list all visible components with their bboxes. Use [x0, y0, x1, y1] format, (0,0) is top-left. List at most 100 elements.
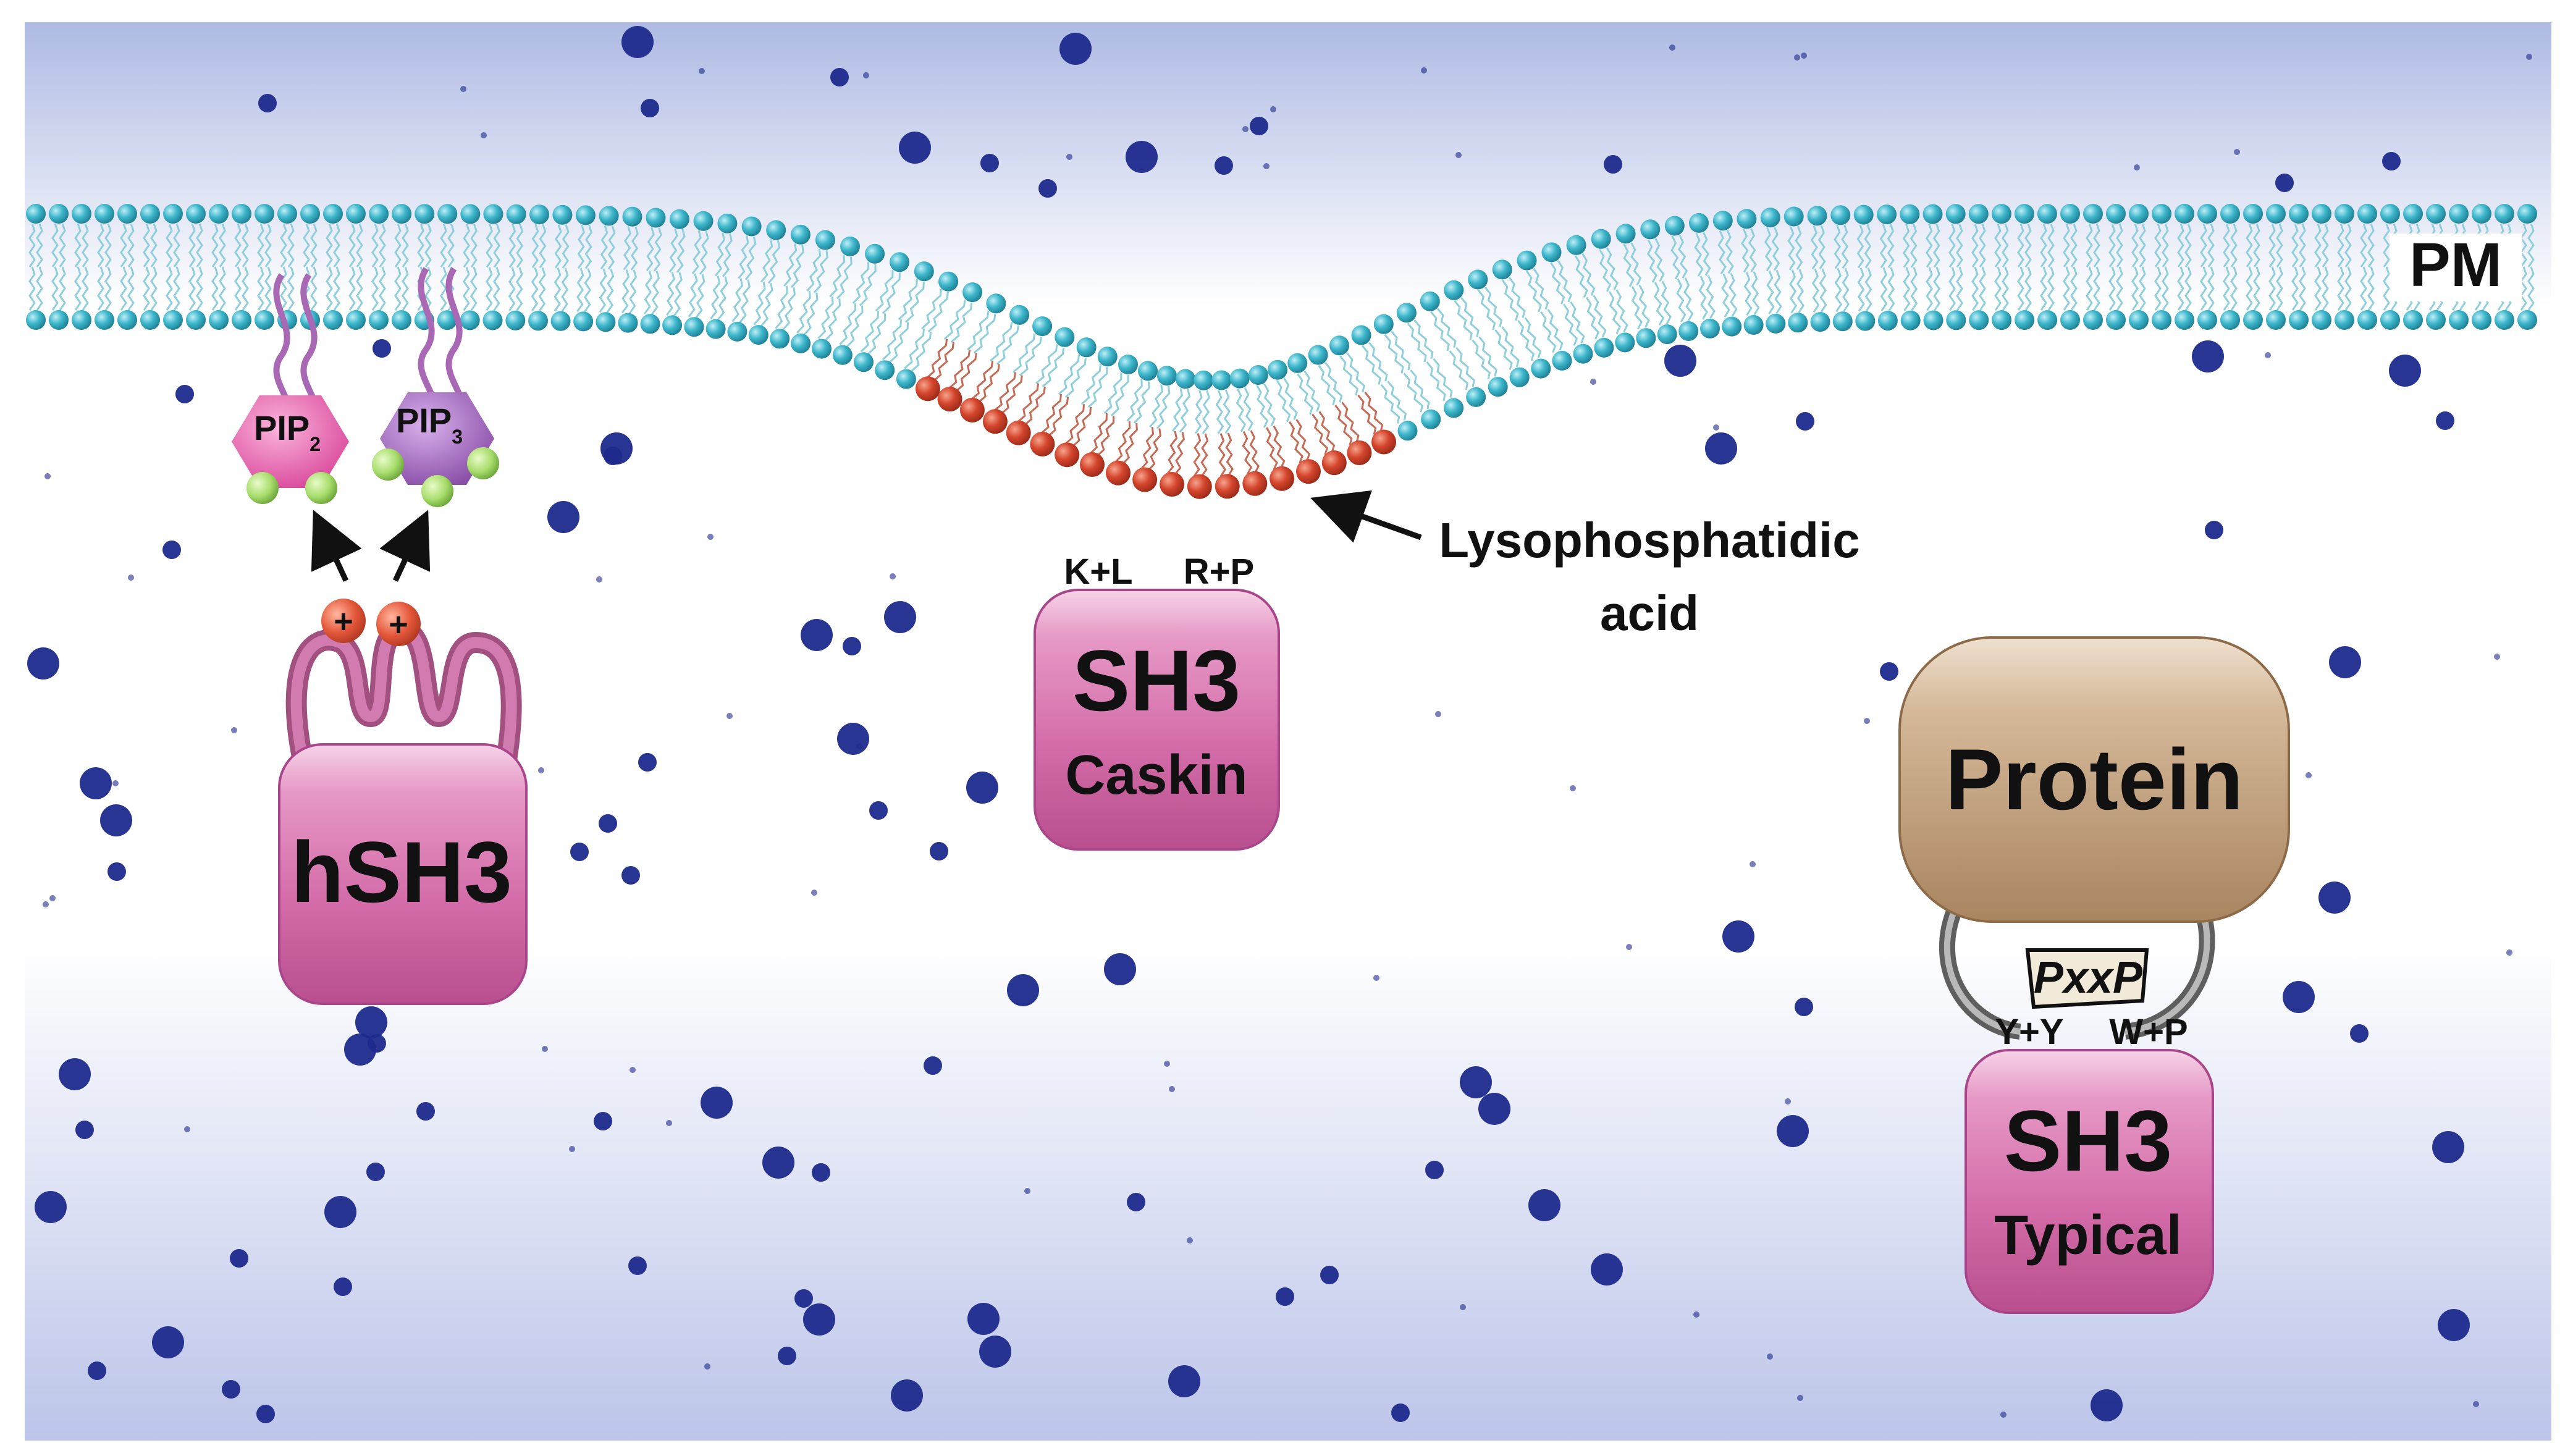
lipid-tail: [82, 266, 89, 311]
lipid-tail: [196, 223, 203, 267]
cytosol-dot: [2329, 646, 2361, 678]
lipid-tail: [882, 319, 902, 361]
lipid-tail: [867, 313, 886, 355]
lipid-tail: [1263, 383, 1276, 427]
cytosol-dot: [35, 1191, 67, 1223]
lipid-tail: [417, 223, 424, 267]
lipid-tail: [440, 223, 447, 268]
lipid-tail: [1391, 330, 1411, 371]
lipid-tail: [950, 303, 973, 343]
lipid-tail: [898, 279, 918, 321]
lipid-tail: [554, 267, 562, 312]
lipid-tail: [584, 225, 592, 269]
headgroup: [1329, 335, 1349, 356]
lipid-tail: [348, 266, 356, 311]
lipid-tail: [1994, 223, 2002, 268]
lpa-tails: [925, 339, 1384, 478]
lipid-tail: [1631, 286, 1643, 330]
lipid-tail: [1236, 388, 1247, 432]
lipid-tail: [2383, 223, 2390, 267]
cytosol-dot: [811, 890, 817, 896]
lipid-tail: [1581, 253, 1596, 296]
cytosol-dot: [75, 1121, 94, 1139]
lipid-tail: [326, 266, 333, 311]
lipid-tail: [242, 266, 249, 311]
lipid-tail: [1478, 336, 1497, 377]
cytosol-dot: [1270, 106, 1276, 112]
lipid-tail: [836, 256, 853, 300]
cytosol-dot: [1169, 1086, 1175, 1092]
lipid-tail: [447, 223, 455, 268]
cytosol-dot: [704, 1363, 710, 1370]
lipid-tail: [150, 223, 158, 267]
headgroup: [117, 310, 137, 330]
lipid-tail: [1670, 235, 1681, 280]
lipid-tail: [1171, 388, 1184, 432]
lipid-tail: [2177, 223, 2184, 267]
headgroup: [1615, 332, 1635, 353]
lipid-tail: [1312, 413, 1329, 455]
cytosol-dot: [726, 713, 733, 719]
lipid-tail: [1454, 300, 1473, 340]
cytosol-dot: [2432, 1131, 2464, 1163]
headgroup: [748, 325, 769, 345]
lipid-tail: [1787, 226, 1796, 271]
headgroup: [766, 220, 786, 240]
lipid-tail: [846, 305, 864, 348]
lipid-tail: [2207, 266, 2215, 311]
lipid-tail: [310, 266, 318, 311]
lipid-tail: [1339, 355, 1358, 396]
lipid-tail: [2314, 266, 2322, 311]
lipid-tail: [1242, 431, 1253, 475]
lipid-tail: [1477, 289, 1496, 330]
lpa-headgroup: [1296, 459, 1321, 484]
hsh3-domain: + + hSH3: [278, 599, 528, 1005]
lipid-tail: [1540, 311, 1557, 353]
lipid-tail: [731, 278, 744, 322]
cytosol-dot: [1024, 1188, 1030, 1194]
lpa-headgroup: [1215, 474, 1240, 499]
lipid-tail: [2268, 266, 2276, 311]
lipid-tail: [1729, 272, 1738, 317]
lipid-tail: [576, 267, 584, 313]
lipid-tail: [1413, 319, 1434, 359]
lipid-tail: [2223, 266, 2230, 311]
cytosol-dot: [1664, 345, 1696, 377]
lipid-tail: [2093, 266, 2100, 311]
lipid-tail: [1064, 404, 1085, 445]
lipid-tail: [860, 311, 879, 353]
lipid-tail: [775, 285, 789, 329]
lipid-tail: [508, 267, 516, 311]
headgroup: [1175, 369, 1195, 389]
lipid-tail: [36, 223, 43, 267]
lipid-tail: [1979, 223, 1986, 268]
cytosol-dot: [538, 767, 544, 773]
lipid-tail: [74, 223, 82, 267]
headgroup: [1946, 310, 1966, 330]
lipid-tail: [1410, 369, 1430, 410]
cytosol-dot: [630, 1067, 636, 1073]
headgroup: [2289, 204, 2309, 224]
lipid-tail: [1035, 344, 1058, 384]
cytosol-dot: [128, 574, 134, 581]
lipid-tail: [1533, 267, 1549, 310]
lipid-tail: [2246, 223, 2253, 267]
cytosol-dot: [175, 385, 194, 403]
headgroup: [1743, 315, 1764, 335]
headgroup: [505, 310, 526, 330]
headgroup: [1566, 235, 1586, 255]
lipid-tail: [1126, 379, 1143, 422]
headgroup: [1615, 224, 1636, 244]
headgroup: [369, 204, 389, 224]
cytosol-dot: [1880, 662, 1898, 681]
lipid-tail: [1841, 224, 1849, 269]
lipid-tail: [539, 224, 547, 269]
lipid-tail: [1796, 269, 1805, 313]
lipid-tail: [621, 269, 630, 314]
cytosol-dot: [1801, 53, 1807, 59]
headgroup: [2015, 310, 2035, 330]
lipid-tail: [485, 267, 493, 311]
headgroup: [26, 310, 46, 330]
cytosol-dot: [638, 753, 657, 772]
cytosol-dot: [2506, 949, 2512, 956]
